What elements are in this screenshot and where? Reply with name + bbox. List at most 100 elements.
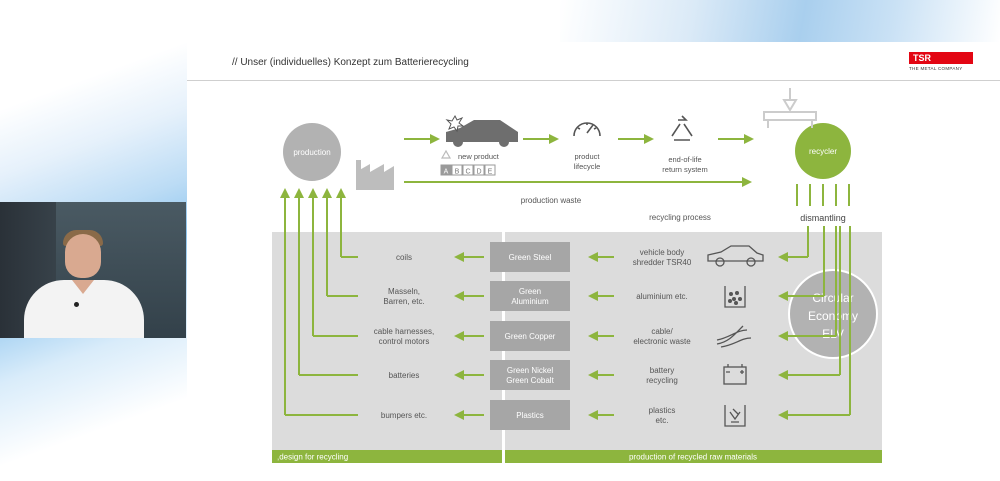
spark-icon bbox=[445, 114, 465, 133]
rating-box-b bbox=[451, 164, 463, 176]
output-label: control motors bbox=[379, 337, 430, 346]
material-label: Green Cobalt bbox=[506, 376, 554, 385]
circular-line2: Economy bbox=[808, 309, 858, 323]
recycle-icon bbox=[671, 115, 693, 141]
material-label: Green bbox=[519, 287, 541, 296]
footer-left-bar bbox=[272, 450, 502, 463]
granule bbox=[735, 291, 739, 295]
presenter-face bbox=[65, 234, 101, 278]
car-body-icon bbox=[707, 245, 764, 267]
output-label: batteries bbox=[389, 371, 420, 380]
end-of-life-line2: return system bbox=[662, 165, 707, 174]
source-label: shredder TSR40 bbox=[633, 258, 692, 267]
dismantling-label: dismantling bbox=[800, 213, 846, 223]
row-3: cable harnesses,control motors Green Copp… bbox=[374, 226, 837, 351]
output-label: Masseln, bbox=[388, 287, 420, 296]
granule bbox=[734, 301, 738, 305]
recycle-small-icon bbox=[440, 149, 452, 159]
logo-subtitle: THE METAL COMPANY bbox=[909, 66, 963, 71]
rating-box-d bbox=[473, 164, 485, 176]
granule bbox=[729, 292, 733, 296]
car-body-outline bbox=[707, 245, 764, 262]
title-divider bbox=[187, 80, 1000, 81]
dismantling-label-bg bbox=[792, 211, 854, 225]
output-label: cable harnesses, bbox=[374, 327, 434, 336]
cable-icon bbox=[716, 325, 752, 348]
material-label: Aluminium bbox=[511, 297, 549, 306]
granules-icon bbox=[724, 286, 746, 308]
production-label: production bbox=[293, 148, 330, 157]
battery-terminals bbox=[726, 364, 744, 374]
recycling-process-label: recycling process bbox=[649, 213, 711, 222]
car-icon bbox=[446, 120, 518, 147]
source-label: plastics bbox=[649, 406, 676, 415]
material-box bbox=[490, 281, 570, 311]
material-label: Green Copper bbox=[505, 332, 556, 341]
rating-letter-a: A bbox=[444, 169, 449, 176]
source-label: recycling bbox=[646, 376, 678, 385]
product-lifecycle-line1: product bbox=[574, 152, 600, 161]
rating-box-c bbox=[462, 164, 474, 176]
granule bbox=[738, 297, 742, 301]
production-feedback-lines bbox=[280, 188, 358, 416]
plastics-container bbox=[724, 405, 746, 427]
output-label: Barren, etc. bbox=[383, 297, 424, 306]
recycler-node bbox=[795, 123, 851, 179]
gauge-icon bbox=[573, 122, 601, 137]
rating-box-e bbox=[484, 164, 496, 176]
slide-title: // Unser (individuelles) Konzept zum Bat… bbox=[232, 57, 469, 68]
product-lifecycle-line2: lifecycle bbox=[574, 162, 601, 171]
footer-right-label: production of recycled raw materials bbox=[629, 453, 757, 462]
footer-left-label: ,design for recycling bbox=[277, 453, 348, 462]
car-wheel bbox=[746, 257, 756, 267]
source-label: aluminium etc. bbox=[636, 292, 688, 301]
logo-brand: TSR bbox=[909, 52, 973, 64]
material-box bbox=[490, 400, 570, 430]
plastics-shards bbox=[729, 408, 741, 423]
material-box bbox=[490, 321, 570, 351]
source-label: electronic waste bbox=[633, 337, 691, 346]
end-of-life-line1: end-of-life bbox=[668, 155, 701, 164]
source-label: battery bbox=[650, 366, 674, 375]
source-label: cable/ bbox=[651, 327, 673, 336]
car-wheel bbox=[715, 257, 725, 267]
battery-icon bbox=[723, 364, 747, 385]
rating-letter-c: C bbox=[465, 169, 470, 176]
rating-letter-b: B bbox=[455, 169, 460, 176]
material-box bbox=[490, 360, 570, 390]
material-label: Plastics bbox=[516, 411, 544, 420]
material-label: Green Steel bbox=[509, 253, 552, 262]
factory-icon bbox=[356, 160, 394, 190]
production-waste-label: production waste bbox=[521, 196, 582, 205]
cable-wires bbox=[716, 325, 752, 348]
material-box bbox=[490, 242, 570, 272]
production-node bbox=[283, 123, 341, 181]
rating-letter-d: D bbox=[476, 169, 481, 176]
material-label: Green Nickel bbox=[507, 366, 553, 375]
crane-icon bbox=[763, 88, 817, 128]
footer-right-bar bbox=[505, 450, 882, 463]
new-product-label: new product bbox=[458, 152, 500, 161]
presenter-video bbox=[0, 202, 186, 338]
lapel-mic-icon bbox=[74, 302, 79, 307]
dismantling-lines bbox=[796, 184, 850, 206]
source-label: vehicle body bbox=[640, 248, 684, 257]
recycler-label: recycler bbox=[809, 147, 837, 156]
battery-body bbox=[723, 366, 747, 385]
granule bbox=[732, 297, 736, 301]
circular-line1: Circular bbox=[812, 291, 853, 305]
rating-letter-e: E bbox=[488, 169, 493, 176]
source-label: etc. bbox=[656, 416, 669, 425]
granule bbox=[728, 299, 732, 303]
circular-line3: ELV bbox=[822, 327, 844, 341]
background-top-gradient bbox=[560, 0, 1000, 42]
plastics-icon bbox=[724, 405, 746, 427]
output-label: coils bbox=[396, 253, 412, 262]
rating-box-a bbox=[440, 164, 452, 176]
output-label: bumpers etc. bbox=[381, 411, 427, 420]
